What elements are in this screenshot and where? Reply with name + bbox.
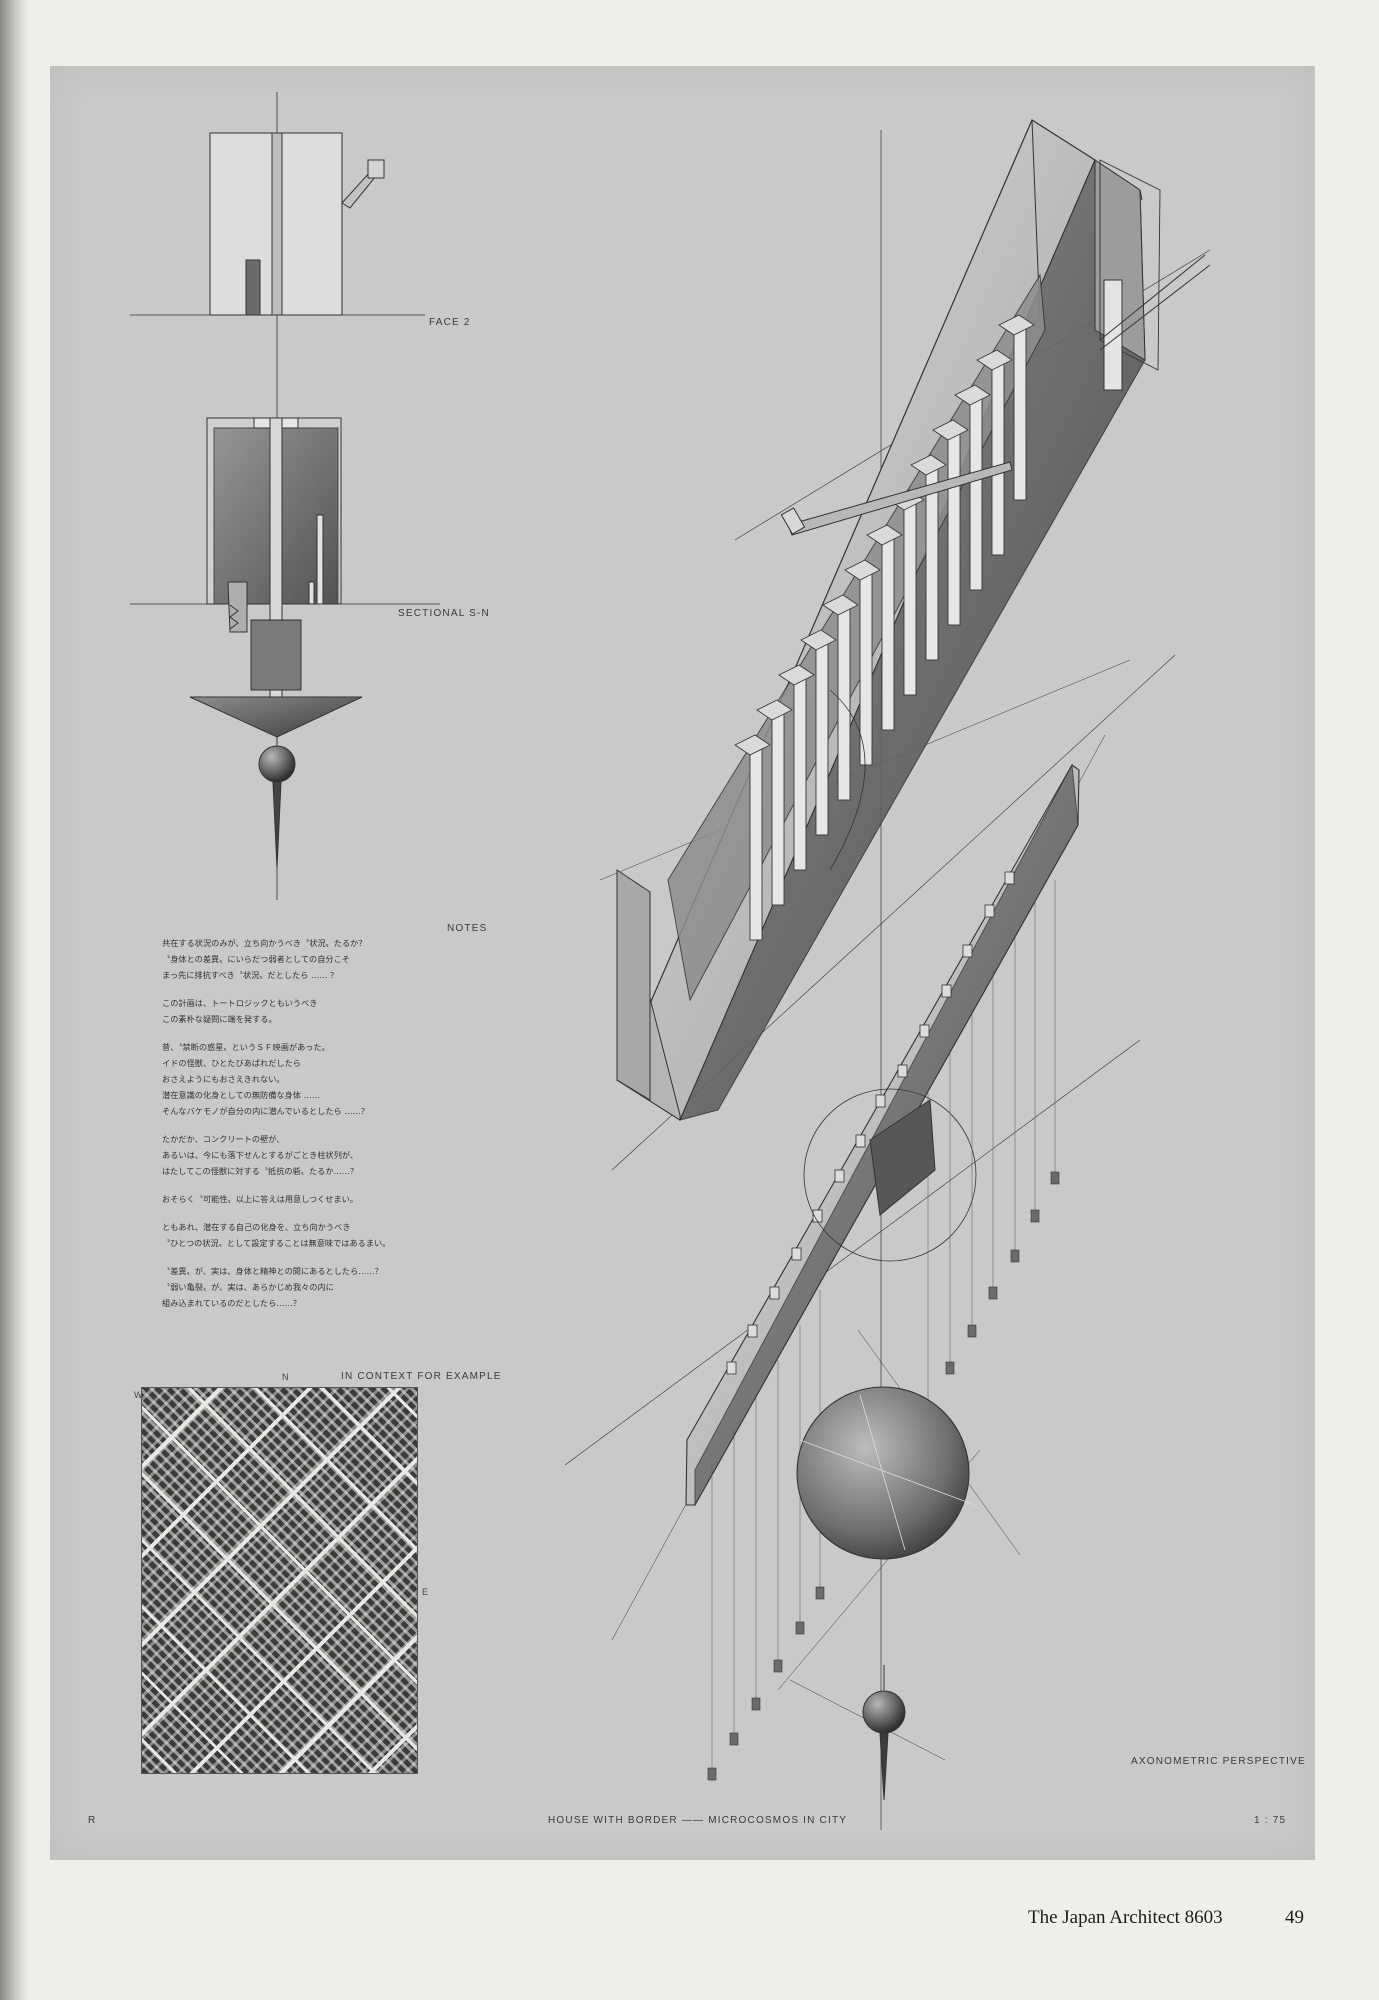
- face-elevation: [130, 92, 425, 900]
- sectional-drawing: [130, 417, 440, 869]
- city-context-map: [141, 1387, 418, 1774]
- notes-paragraph: ともあれ、潜在する自己の化身を、立ち向かうべき 〝ひとつの状況〟として設定するこ…: [162, 1222, 391, 1248]
- notes-text: 共在する状況のみが、立ち向かうべき〝状況〟たるか？ 〝身体との差異〟にいらだつ弱…: [162, 935, 462, 1323]
- notes-paragraph: おそらく〝可能性〟以上に答えは用意しつくせまい。: [162, 1194, 359, 1204]
- compass-north-label: N: [282, 1372, 289, 1382]
- notes-paragraph: この計画は、トートロジックともいうべき この素朴な疑問に端を発する。: [162, 998, 318, 1024]
- axonometric-perspective: [564, 119, 1211, 1830]
- drawing-title: HOUSE WITH BORDER ―― MICROCOSMOS IN CITY: [548, 1815, 848, 1826]
- face-label: FACE 2: [429, 317, 471, 328]
- compass-west-label: W: [134, 1390, 143, 1400]
- scale-label: 1 : 75: [1254, 1815, 1287, 1826]
- page-letter: R: [88, 1815, 97, 1826]
- axonometric-label: AXONOMETRIC PERSPECTIVE: [1131, 1756, 1306, 1767]
- section-label: SECTIONAL S-N: [398, 608, 490, 619]
- compass-east-label: E: [422, 1587, 428, 1597]
- page-number: 49: [1285, 1907, 1304, 1928]
- notes-paragraph: たかだか、コンクリートの壁が、 あるいは、今にも落下せんとするがごとき柱状列が、…: [162, 1134, 359, 1176]
- notes-paragraph: 〝差異〟が、実は、身体と精神との間にあるとしたら……？ 〝弱い亀裂〟が、実は、あ…: [162, 1266, 383, 1308]
- context-label: IN CONTEXT FOR EXAMPLE: [341, 1371, 502, 1382]
- notes-paragraph: 共在する状況のみが、立ち向かうべき〝状況〟たるか？ 〝身体との差異〟にいらだつ弱…: [162, 938, 367, 980]
- page-gutter-shadow: [0, 0, 28, 2000]
- notes-heading: NOTES: [447, 923, 488, 934]
- journal-title: The Japan Architect 8603: [1028, 1907, 1223, 1928]
- notes-paragraph: 昔、〝禁断の惑星〟というＳＦ映画があった。 イドの怪獣、ひとたびあばれだしたら …: [162, 1042, 369, 1116]
